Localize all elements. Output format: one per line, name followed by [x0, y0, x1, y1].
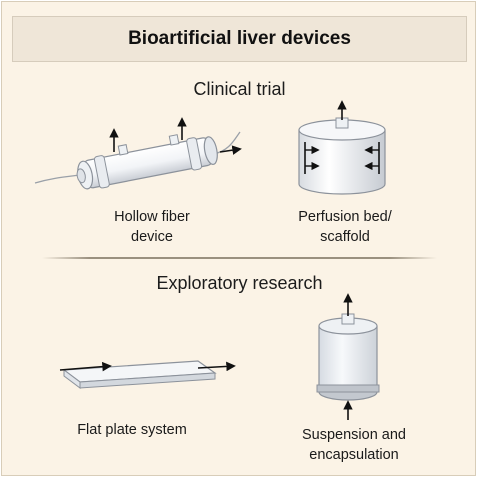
encapsulation-cylinder-icon [316, 293, 380, 420]
perfusion-bed-label: Perfusion bed/ scaffold [298, 209, 392, 245]
section-divider [42, 257, 437, 259]
flat-plate-icon [59, 360, 236, 389]
title-banner: Bioartificial liver devices [12, 16, 467, 62]
section-heading-exploratory-research: Exploratory research [156, 273, 323, 293]
hollow-fiber-label: Hollow fiber device [114, 209, 190, 245]
hollow-fiber-cartridge-icon [34, 117, 242, 190]
perfusion-bed-cylinder-icon [298, 100, 386, 195]
flat-plate-label: Flat plate system [77, 422, 187, 438]
page-title: Bioartificial liver devices [128, 28, 351, 49]
section-heading-clinical-trial: Clinical trial [193, 79, 286, 99]
suspension-encapsulation-label: Suspension and encapsulation [302, 427, 406, 463]
